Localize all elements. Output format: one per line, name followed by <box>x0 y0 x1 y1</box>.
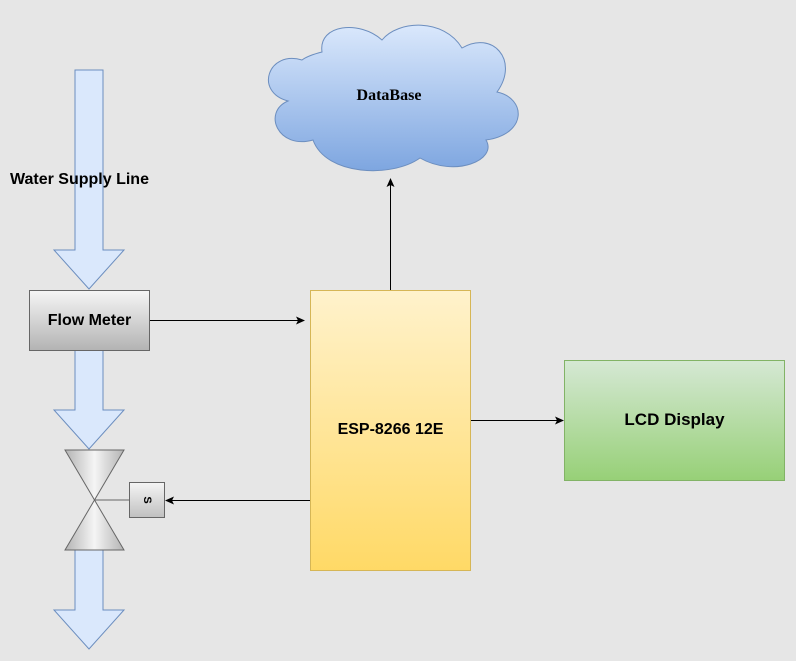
lcd-display-box <box>564 360 785 481</box>
lcd-display-label: LCD Display <box>624 410 725 429</box>
esp-controller-box <box>310 290 471 571</box>
flow-meter-box <box>29 290 150 351</box>
database-cloud <box>268 24 519 172</box>
pipe-arrow-inlet <box>52 69 126 290</box>
flow-meter-label: Flow Meter <box>47 311 132 329</box>
esp-controller-label: ESP-8266 12E <box>337 421 444 438</box>
solenoid-box <box>129 482 165 518</box>
pipe-arrow-outlet <box>52 549 126 650</box>
database-label: DataBase <box>356 87 422 104</box>
solenoid-label: S <box>141 496 153 504</box>
pipe-arrow-middle <box>52 349 126 450</box>
water-supply-line-label: Water Supply Line <box>10 171 149 188</box>
